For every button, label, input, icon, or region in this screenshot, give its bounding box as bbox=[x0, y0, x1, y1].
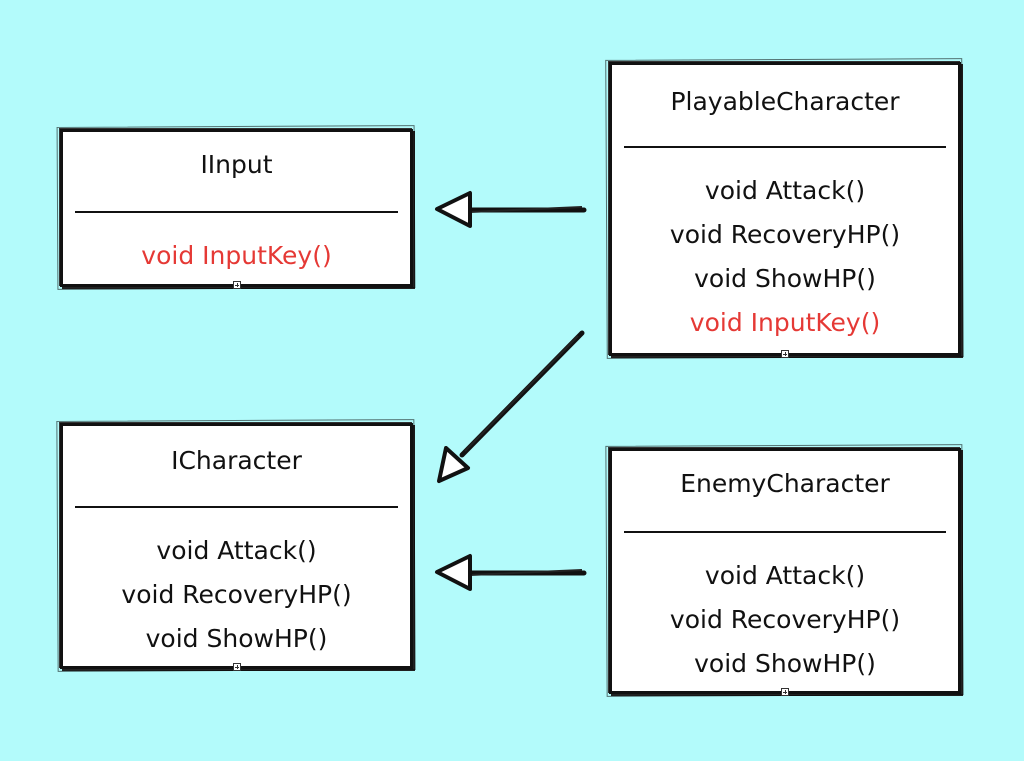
arrow-playable-to-icharacter[interactable] bbox=[437, 330, 585, 483]
arrow-enemy-to-icharacter[interactable] bbox=[435, 554, 587, 591]
class-title: ICharacter bbox=[171, 446, 302, 475]
method-recovery-hp: void RecoveryHP() bbox=[669, 605, 901, 634]
method-list: void Attack() void RecoveryHP() void Sho… bbox=[612, 169, 958, 345]
method-attack: void Attack() bbox=[156, 536, 317, 565]
method-recovery-hp: void RecoveryHP() bbox=[121, 580, 352, 609]
class-divider bbox=[624, 146, 946, 148]
method-input-key: void InputKey() bbox=[689, 308, 881, 337]
iinput-class-box[interactable]: IInput void InputKey() bbox=[60, 129, 413, 289]
method-list: void Attack() void RecoveryHP() void Sho… bbox=[63, 529, 410, 661]
playable-character-class-box[interactable]: PlayableCharacter void Attack() void Rec… bbox=[609, 62, 961, 358]
method-recovery-hp: void RecoveryHP() bbox=[669, 220, 901, 249]
resize-handle-icon[interactable] bbox=[781, 350, 789, 358]
class-divider bbox=[75, 211, 398, 213]
method-list: void InputKey() bbox=[63, 234, 410, 278]
arrow-playable-to-iinput[interactable] bbox=[435, 191, 587, 228]
resize-handle-icon[interactable] bbox=[781, 688, 789, 696]
class-divider bbox=[624, 531, 946, 533]
class-title: PlayableCharacter bbox=[670, 87, 900, 116]
method-input-key: void InputKey() bbox=[141, 241, 332, 270]
method-attack: void Attack() bbox=[704, 176, 866, 205]
method-list: void Attack() void RecoveryHP() void Sho… bbox=[612, 554, 958, 686]
method-show-hp: void ShowHP() bbox=[694, 264, 876, 293]
method-show-hp: void ShowHP() bbox=[145, 624, 328, 653]
resize-handle-icon[interactable] bbox=[232, 663, 241, 671]
method-attack: void Attack() bbox=[704, 561, 866, 590]
enemy-character-class-box[interactable]: EnemyCharacter void Attack() void Recove… bbox=[609, 448, 961, 696]
icharacter-class-box[interactable]: ICharacter void Attack() void RecoveryHP… bbox=[60, 423, 413, 671]
method-show-hp: void ShowHP() bbox=[694, 649, 876, 678]
class-divider bbox=[75, 506, 398, 508]
resize-handle-icon[interactable] bbox=[232, 281, 241, 289]
class-title: EnemyCharacter bbox=[680, 469, 890, 498]
class-title: IInput bbox=[200, 150, 273, 179]
